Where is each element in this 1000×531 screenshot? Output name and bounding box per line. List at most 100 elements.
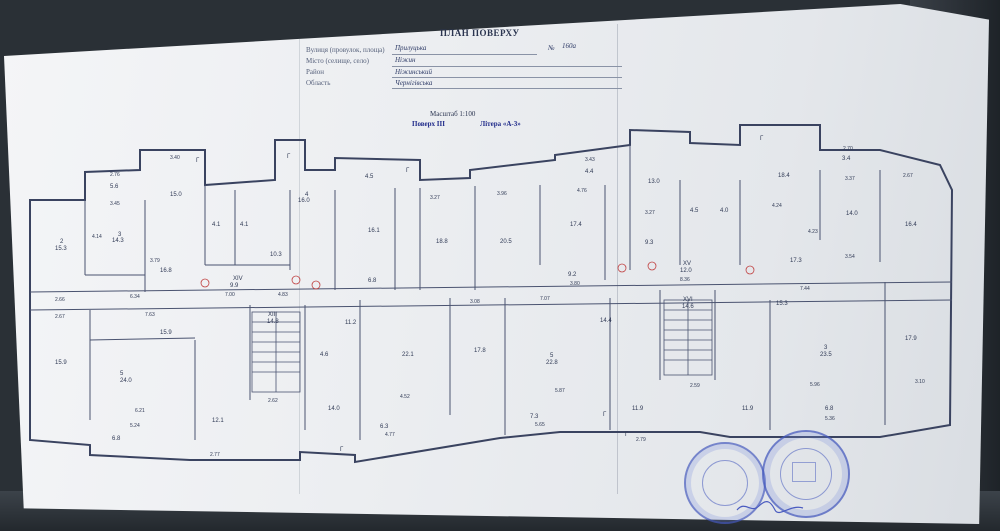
dimension-label: 4.52 <box>400 394 410 400</box>
paper-fold <box>299 34 300 494</box>
grid-marker: Г <box>625 432 629 438</box>
dimension-label: 7.44 <box>800 286 810 292</box>
room-number: 4 <box>305 192 309 198</box>
room-label: 16.4 <box>905 222 917 228</box>
dimension-label: 5.36 <box>825 416 835 422</box>
room-label: 10.3 <box>270 252 282 258</box>
room-label: 12.0 <box>680 268 692 274</box>
document-header: ПЛАН ПОВЕРХУ Вулиця (провулок, площа) Пр… <box>300 26 630 136</box>
interior-walls <box>29 145 953 440</box>
room-number: XV <box>683 261 691 267</box>
room-number: 5 <box>120 371 124 377</box>
grid-marker: Г <box>287 154 291 160</box>
dimension-label: 3.10 <box>915 379 925 385</box>
room-label: 15.0 <box>170 192 182 198</box>
room-number: 3 <box>824 345 828 351</box>
dimension-label: 4.24 <box>772 203 782 209</box>
room-label: 17.4 <box>570 222 582 228</box>
field-underline <box>392 77 622 78</box>
city-value: Ніжин <box>395 56 416 64</box>
room-label: 15.9 <box>55 360 67 366</box>
room-label: 9.2 <box>568 272 577 278</box>
number-label: № <box>548 44 555 52</box>
dimension-label: 3.45 <box>110 201 120 207</box>
stamp-ring <box>780 448 832 500</box>
room-label: 17.3 <box>790 258 802 264</box>
dimension-label: 8.36 <box>680 277 690 283</box>
dimension-label: 5.96 <box>810 382 820 388</box>
dimension-label: 3.54 <box>845 254 855 260</box>
room-label: 18.4 <box>778 173 790 179</box>
room-label: 7.3 <box>530 414 539 420</box>
room-label: 14.0 <box>328 406 340 412</box>
floor-label: Поверх III <box>412 120 445 128</box>
field-underline <box>392 88 622 89</box>
room-label: 14.0 <box>846 211 858 217</box>
room-label: 16.1 <box>368 228 380 234</box>
room-label: 4.4 <box>585 169 594 175</box>
room-label: 3.4 <box>842 156 851 162</box>
dimension-label: 6.34 <box>130 294 140 300</box>
room-label: 15.9 <box>160 330 172 336</box>
dimension-label: 2.77 <box>210 452 220 458</box>
room-label: 24.0 <box>120 378 132 384</box>
room-label: 4.1 <box>240 222 249 228</box>
room-label: 4.5 <box>365 174 374 180</box>
room-label: 4.6 <box>320 352 329 358</box>
room-number: 2 <box>60 239 64 245</box>
exterior-walls <box>29 124 954 464</box>
room-label: 11.9 <box>742 406 754 412</box>
room-label: 23.5 <box>820 352 832 358</box>
room-label: 6.3 <box>380 424 389 430</box>
page-title: ПЛАН ПОВЕРХУ <box>440 28 520 38</box>
room-number: XIII <box>268 312 277 318</box>
street-value: Прилуцька <box>395 44 427 52</box>
dimension-label: 3.08 <box>470 299 480 305</box>
room-label: 6.8 <box>112 436 121 442</box>
staircase <box>251 299 713 393</box>
dimension-label: 5.24 <box>130 423 140 429</box>
street-label: Вулиця (провулок, площа) <box>306 46 385 54</box>
official-stamp <box>762 430 850 518</box>
dimension-label: 3.96 <box>497 191 507 197</box>
room-number-labels: 2 3 4 XIV XV XIII XVI 5 5 3 <box>60 192 828 377</box>
room-label: 17.8 <box>474 348 486 354</box>
field-underline <box>392 66 622 67</box>
field-underline <box>392 54 537 55</box>
dimension-label: 4.76 <box>577 188 587 194</box>
room-label-group: 15.3 14.3 5.6 15.0 16.8 4.1 4.1 16.0 10.… <box>55 156 917 442</box>
letter-label: Літера «А-3» <box>480 120 521 128</box>
room-label: 5.6 <box>110 184 119 190</box>
room-label: 9.3 <box>645 240 654 246</box>
room-label: 11.2 <box>345 320 357 326</box>
dimension-label: 2.79 <box>636 437 646 443</box>
dimension-label: 4.23 <box>808 229 818 235</box>
dimension-label: 3.27 <box>645 210 655 216</box>
dimension-label: 6.21 <box>135 408 145 414</box>
room-label: 11.9 <box>632 406 644 412</box>
dimension-label: 3.27 <box>430 195 440 201</box>
grid-marker: Г <box>406 168 410 174</box>
dimension-label: 3.80 <box>570 281 580 287</box>
room-label: 12.1 <box>212 418 224 424</box>
dimension-label: 7.63 <box>145 312 155 318</box>
paper-fold <box>617 24 618 494</box>
district-value: Ніжинський <box>395 68 433 76</box>
dimension-labels: 3.40 2.76 3.45 4.14 3.79 2.66 6.34 7.00 … <box>55 146 925 458</box>
scale-label: Масштаб 1:100 <box>430 110 476 118</box>
room-label: 17.9 <box>905 336 917 342</box>
room-label: 6.8 <box>368 278 377 284</box>
room-label: 22.8 <box>546 360 558 366</box>
room-label: 14.8 <box>267 319 279 325</box>
room-label: 13.0 <box>648 179 660 185</box>
dimension-label: 2.62 <box>268 398 278 404</box>
signature <box>736 501 804 514</box>
room-label: 20.5 <box>500 239 512 245</box>
room-number: XVI <box>683 297 693 303</box>
dimension-label: 5.87 <box>555 388 565 394</box>
room-label: 16.8 <box>160 268 172 274</box>
dimension-label: 4.83 <box>278 292 288 298</box>
section-markers <box>200 261 755 290</box>
